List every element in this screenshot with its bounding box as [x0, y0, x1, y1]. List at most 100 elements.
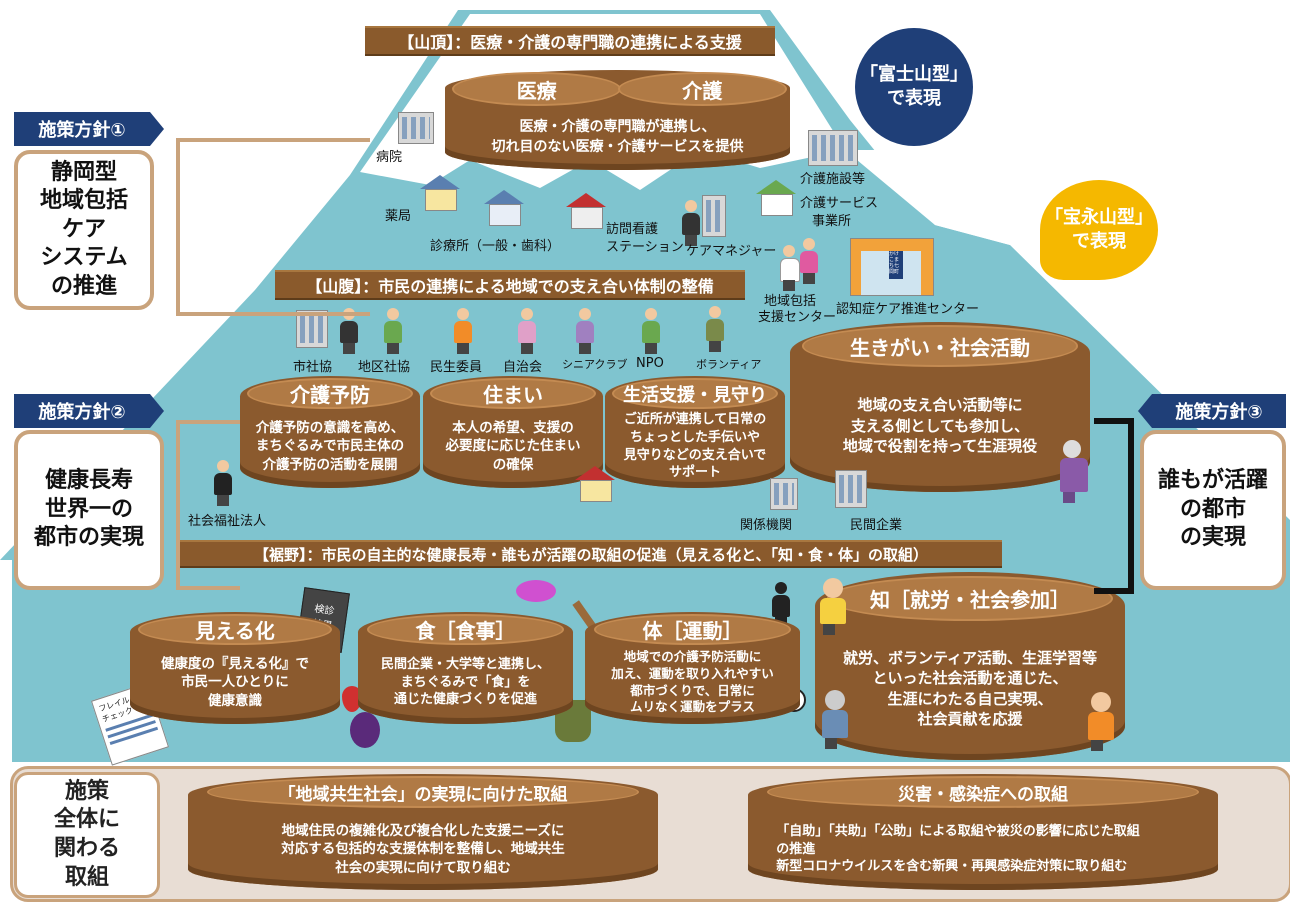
drum-line: ムリなく運動をプラス — [630, 699, 755, 715]
drum-line: まちぐるみで「食」を — [400, 674, 531, 690]
social-welfare-corp-icon — [212, 460, 234, 506]
knowledge-title: 知［就労・社会参加］ — [827, 575, 1113, 622]
neighborhood-assoc-icon — [516, 308, 538, 354]
policy-3-bracket — [1094, 418, 1134, 594]
bottom-title-line: 関わる — [53, 836, 120, 861]
policy-line: 健康長寿 — [44, 468, 133, 494]
elderly-person-icon — [1058, 440, 1088, 503]
fuji-line2: で表現 — [887, 88, 941, 109]
clinic-label: 診療所（一般・歯科） — [430, 239, 561, 254]
hoei-line2: で表現 — [1072, 231, 1126, 252]
midslope-banner: 【山腹】：市民の連携による地域での支え合い体制の整備 — [275, 270, 745, 300]
drum-line: の確保 — [492, 456, 534, 473]
volunteer-label: ボランティア — [696, 358, 762, 371]
fish-icon — [516, 580, 556, 602]
policy-line: システム — [40, 245, 128, 271]
housing-drum: 住まい 本人の希望、支援の 必要度に応じた住まい の確保 — [423, 376, 603, 488]
policy-line: ケア — [61, 216, 106, 242]
visiting-nurse-label-2: ステーション — [606, 240, 684, 255]
cross-cutting-title: 施策 全体に 関わる 取組 — [14, 772, 160, 898]
drum-line: 新型コロナウイルスを含む新興・再興感染症対策に取り組む — [776, 859, 1128, 875]
care-service-label-2: 事業所 — [812, 214, 852, 229]
student-icon — [818, 578, 848, 636]
bottom-title-line: 全体に — [53, 807, 120, 833]
dementia-center-label: 認知症ケア推進センター — [836, 302, 980, 317]
drum-line: 地域の支え合い活動等に — [857, 396, 1023, 415]
fuji-type-oval: 「富士山型」 で表現 — [855, 28, 973, 146]
drum-line: 健康意識 — [208, 692, 262, 709]
drum-line: 支える側としても参加し、 — [850, 416, 1030, 435]
welfare-commissioner-icon — [452, 308, 474, 354]
strawberry-icon — [342, 686, 362, 712]
summit-banner: 【山頂】：医療・介護の専門職の連携による支援 — [365, 26, 775, 56]
house-icon — [575, 466, 615, 502]
senior-club-icon — [574, 308, 596, 354]
hospital-label: 病院 — [376, 150, 403, 165]
social-welfare-corp-label: 社会福祉法人 — [188, 514, 267, 529]
drum-line: 見守りなどの支え合いで — [623, 447, 767, 463]
drum-line: 社会貢献を応援 — [917, 709, 1023, 728]
store-sign: かけこまち七間町 — [889, 251, 903, 279]
policy-line: 地域包括 — [39, 188, 128, 214]
clinic-icon — [484, 190, 524, 226]
care-manager-icon — [680, 200, 702, 246]
care-service-label: 介護サービス — [800, 196, 879, 211]
life-support-title: 生活支援・見守り — [612, 378, 778, 410]
policy-1-bracket — [176, 138, 370, 316]
policy-line: 都市の実現 — [33, 525, 144, 551]
visiting-nurse-label: 訪問看護 — [606, 222, 659, 237]
policy-line: 誰もが活躍 — [1157, 468, 1268, 494]
drum-line: 都市づくりで、日常に — [630, 682, 755, 698]
life-support-drum: 生活支援・見守り ご近所が連携して日常の ちょっとした手伝いや 見守りなどの支え… — [605, 376, 785, 488]
fuji-line1: 「富士山型」 — [860, 63, 968, 85]
medical-care-drum: 医療 介護 医療・介護の専門職が連携し、 切れ目のない医療・介護サービスを提供 — [445, 70, 790, 170]
foothill-banner: 【裾野】：市民の自主的な健康長寿・誰もが活躍の取組の促進（見える化と、「知・食・… — [180, 540, 1002, 568]
policy-1-box: 静岡型 地域包括 ケア システム の推進 — [14, 150, 154, 310]
staff-icon — [778, 245, 800, 291]
exercise-drum: 体［運動］ 地域での介護予防活動に 加え、運動を取り入れやすい 都市づくりで、日… — [585, 612, 800, 724]
drum-line: ちょっとした手伝いや — [629, 430, 760, 446]
drum-line: 介護予防の意識を高め、 — [255, 420, 405, 437]
drum-line: 健康度の『見える化』で — [160, 656, 310, 673]
drum-line: 生涯にわたる自己実現、 — [887, 689, 1053, 708]
care-prevention-drum: 介護予防 介護予防の意識を高め、 まちぐるみで市民主体の 介護予防の活動を展開 — [240, 376, 420, 488]
staff-icon — [798, 238, 820, 284]
bottom-title-line: 施策 — [64, 778, 109, 804]
private-company-icon — [835, 470, 867, 508]
care-prevention-title: 介護予防 — [247, 378, 413, 410]
community-symbiosis-drum: 「地域共生社会」の実現に向けた取組 地域住民の複雑化及び複合化した支援ニーズに … — [188, 774, 658, 890]
exercise-title: 体［運動］ — [593, 614, 792, 646]
drum-line: サポート — [668, 465, 721, 481]
hoei-line1: 「宝永山型」 — [1045, 206, 1153, 228]
office-building-icon — [702, 195, 726, 237]
community-symbiosis-title: 「地域共生社会」の実現に向けた取組 — [206, 776, 640, 809]
welfare-commissioner-label: 民生委員 — [430, 360, 483, 375]
care-facility-label: 介護施設等 — [800, 172, 866, 187]
pharmacy-label: 薬局 — [385, 209, 412, 224]
summit-text-line: 切れ目のない医療・介護サービスを提供 — [491, 138, 744, 155]
policy-line: の都市 — [1179, 496, 1246, 522]
ikigai-title: 生きがい・社会活動 — [802, 325, 1078, 367]
drum-line: 民間企業・大学等と連携し、 — [380, 657, 550, 673]
dementia-center-icon: かけこまち七間町 — [850, 238, 934, 296]
medical-title: 医療 — [451, 72, 622, 106]
policy-3-tab: 施策方針③ — [1138, 394, 1286, 428]
volunteer-icon — [704, 306, 726, 352]
drum-line: 市民一人ひとりに — [181, 674, 289, 691]
diet-title: 食［食事］ — [366, 614, 565, 646]
hoei-type-oval: 「宝永山型」 で表現 — [1040, 180, 1158, 280]
visualization-drum: 見える化 健康度の『見える化』で 市民一人ひとりに 健康意識 — [130, 612, 340, 724]
social-welfare-council-building-icon — [296, 310, 328, 348]
chiiki-houkatsu-label-2: 支援センター — [758, 310, 837, 325]
drum-line: の推進 — [776, 841, 816, 857]
senior-man-icon — [820, 690, 850, 750]
care-manager-label: ケアマネジャー — [686, 244, 777, 259]
knowledge-drum: 知［就労・社会参加］ 就労、ボランティア活動、生涯学習等 といった社会活動を通じ… — [815, 572, 1125, 760]
drum-line: まちぐるみで市民主体の — [255, 438, 405, 455]
policy-line: の推進 — [50, 273, 117, 299]
child-icon — [1086, 692, 1116, 752]
drum-line: 地域住民の複雑化及び複合化した支援ニーズに — [281, 823, 565, 840]
disaster-infection-title: 災害・感染症への取組 — [766, 776, 1200, 809]
npo-label: NPO — [636, 356, 664, 371]
eggplant-icon — [350, 712, 380, 748]
